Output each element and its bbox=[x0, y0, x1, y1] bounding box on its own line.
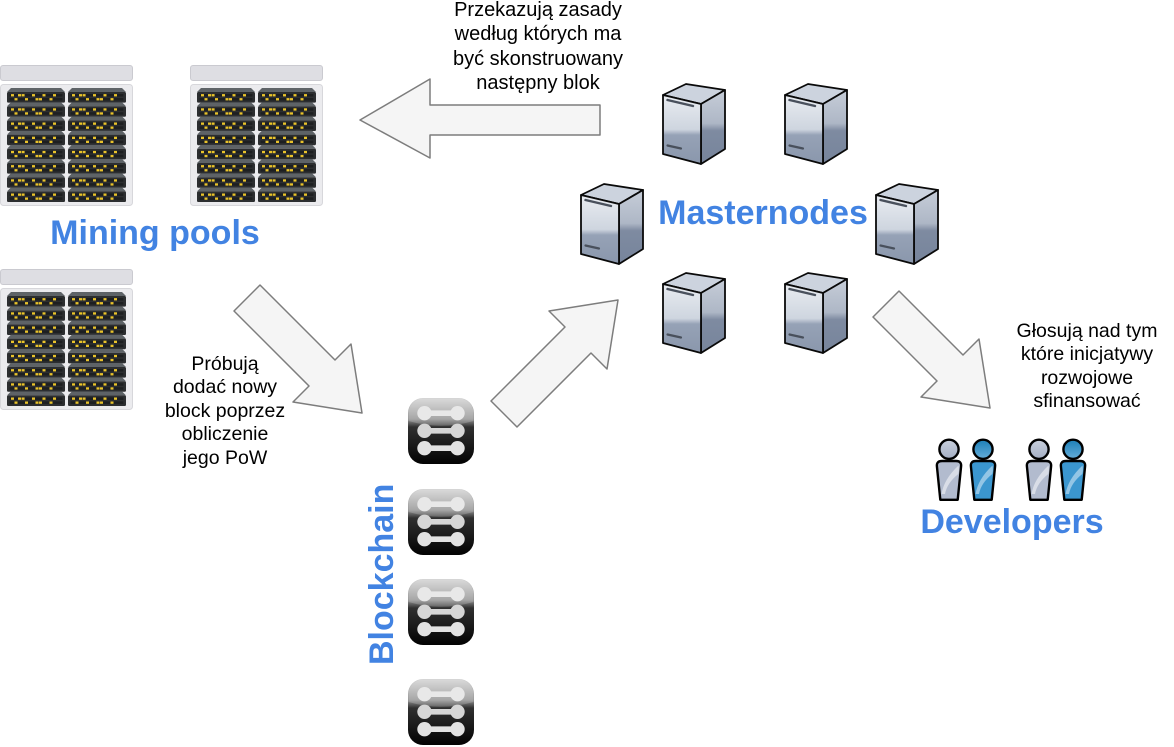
annotation-line: Przekazują zasady bbox=[454, 0, 622, 21]
server-rack-icon bbox=[190, 65, 323, 206]
annotation-line: rozwojowe bbox=[1040, 366, 1134, 389]
person-icon bbox=[966, 438, 1000, 502]
block-list-icon bbox=[407, 397, 475, 465]
annotation-line: być skonstruowany bbox=[452, 47, 624, 70]
annotation-line: block poprzez bbox=[164, 399, 286, 422]
server-tower-icon bbox=[579, 179, 645, 265]
person-icon bbox=[1022, 438, 1056, 502]
server-tower-icon bbox=[783, 268, 849, 354]
annotation-masternodes-to-developers: Głosują nad tym które inicjatywy rozwojo… bbox=[1008, 320, 1166, 414]
block-list-icon bbox=[407, 578, 475, 646]
mining-pools-label: Mining pools bbox=[50, 214, 260, 252]
annotation-line: Próbują bbox=[191, 353, 259, 375]
server-rack-icon bbox=[0, 269, 133, 410]
person-icon bbox=[932, 438, 966, 502]
block-list-icon bbox=[407, 488, 475, 556]
annotation-line: Głosują nad tym bbox=[1016, 320, 1158, 342]
server-rack-icon bbox=[0, 65, 133, 206]
server-tower-icon bbox=[661, 268, 727, 354]
annotation-line: jego PoW bbox=[182, 446, 268, 469]
annotation-miners-to-blockchain: Próbują dodać nowy block poprzez oblicze… bbox=[145, 353, 305, 470]
server-tower-icon bbox=[661, 79, 727, 165]
server-tower-icon bbox=[783, 79, 849, 165]
blockchain-label: Blockchain bbox=[363, 483, 401, 665]
annotation-line: dodać nowy bbox=[172, 376, 278, 399]
annotation-line: sfinansować bbox=[1033, 390, 1141, 413]
arrow-up-right-blockchain-to-masternodes-icon bbox=[490, 299, 619, 428]
annotation-line: według których ma bbox=[454, 23, 622, 46]
masternodes-label: Masternodes bbox=[658, 194, 868, 232]
annotation-line: obliczenie bbox=[181, 423, 269, 446]
arrow-down-right-masternodes-to-developers-icon bbox=[872, 290, 991, 409]
block-list-icon bbox=[407, 678, 475, 746]
annotation-line: następny blok bbox=[476, 71, 600, 94]
developers-label: Developers bbox=[920, 503, 1104, 541]
annotation-line: które inicjatywy bbox=[1020, 343, 1154, 366]
annotation-masternodes-to-miners: Przekazują zasady według których ma być … bbox=[412, 0, 664, 95]
person-icon bbox=[1056, 438, 1090, 502]
